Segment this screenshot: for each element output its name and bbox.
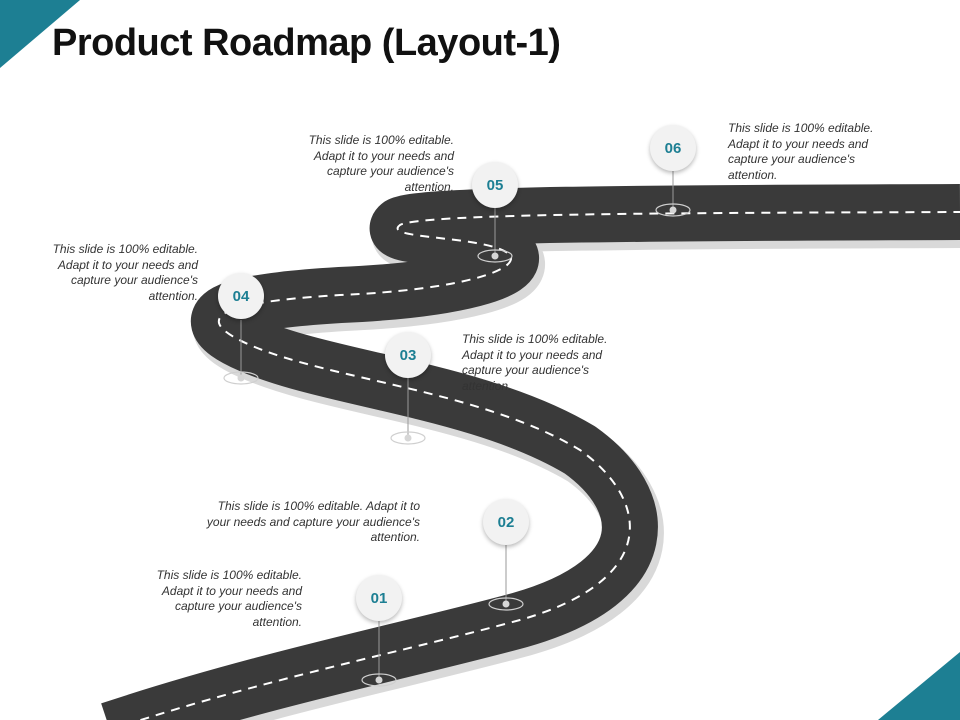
corner-accent-top-left (0, 0, 80, 68)
pin-01 (361, 620, 397, 687)
road-lane-markings (137, 211, 960, 720)
milestone-03-description: This slide is 100% editable. Adapt it to… (462, 332, 608, 393)
pin-04 (223, 320, 259, 385)
milestone-01-marker: 01 (356, 575, 402, 621)
milestone-05-marker: 05 (472, 162, 518, 208)
pin-05 (477, 208, 513, 263)
milestone-05-description: This slide is 100% editable. Adapt it to… (308, 133, 454, 194)
milestone-06-description: This slide is 100% editable. Adapt it to… (728, 121, 874, 182)
pin-06 (655, 170, 691, 217)
milestone-04-marker: 04 (218, 273, 264, 319)
milestone-06-marker: 06 (650, 125, 696, 171)
milestone-02-marker: 02 (483, 499, 529, 545)
pin-02 (488, 545, 524, 611)
milestone-01-description: This slide is 100% editable. Adapt it to… (156, 568, 302, 629)
milestone-04-description: This slide is 100% editable. Adapt it to… (52, 242, 198, 303)
pin-03 (390, 378, 426, 445)
milestone-03-marker: 03 (385, 332, 431, 378)
corner-accent-bottom-right (878, 652, 960, 720)
page-title: Product Roadmap (Layout-1) (52, 22, 561, 64)
milestone-02-description: This slide is 100% editable. Adapt it to… (206, 499, 420, 544)
